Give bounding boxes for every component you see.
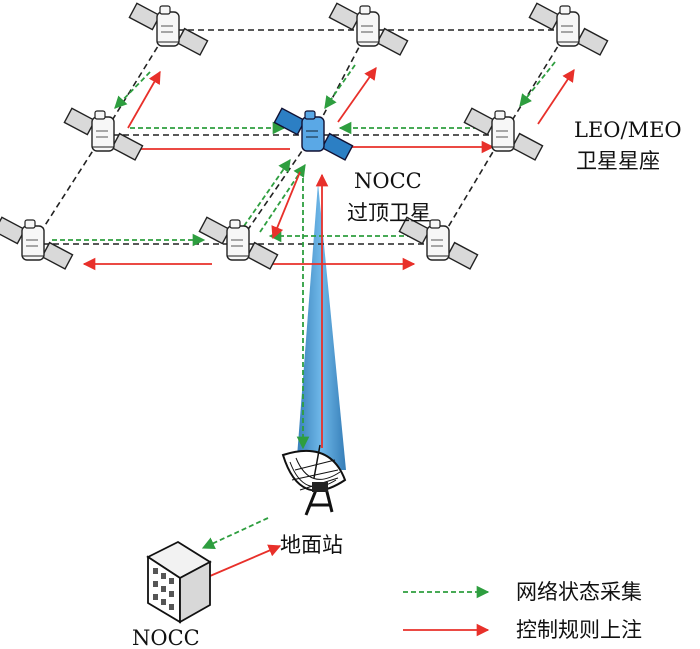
satellite-icon [328, 2, 409, 56]
constellation-label-line1: LEO/MEO [574, 118, 682, 142]
nocc-building-icon [146, 540, 212, 624]
satellite-icon [128, 2, 209, 56]
legend-upload-label: 控制规则上注 [516, 618, 642, 642]
satellite-icon [0, 216, 74, 270]
satellite-icon [528, 2, 609, 56]
upload-arrows [82, 66, 575, 577]
legend: 网络状态采集 控制规则上注 [403, 580, 642, 642]
satellite-icon [63, 107, 144, 161]
downlink-beam [296, 183, 346, 470]
constellation-label-line2: 卫星星座 [576, 149, 660, 173]
constellation-links [32, 29, 569, 245]
overhead-satellite-label-line2: 过顶卫星 [347, 201, 431, 225]
overhead-satellite-icon [273, 107, 354, 161]
satellite-icon [398, 216, 479, 270]
nocc-label: NOCC [132, 626, 200, 649]
collection-arrows [52, 61, 556, 549]
satellite-icon [463, 107, 544, 161]
satellite-dish-icon [281, 444, 347, 516]
legend-collection-label: 网络状态采集 [516, 580, 642, 604]
overhead-satellite-label-line1: NOCC [354, 169, 422, 193]
ground-station-label: 地面站 [280, 533, 343, 557]
satellite-icon [198, 216, 279, 270]
